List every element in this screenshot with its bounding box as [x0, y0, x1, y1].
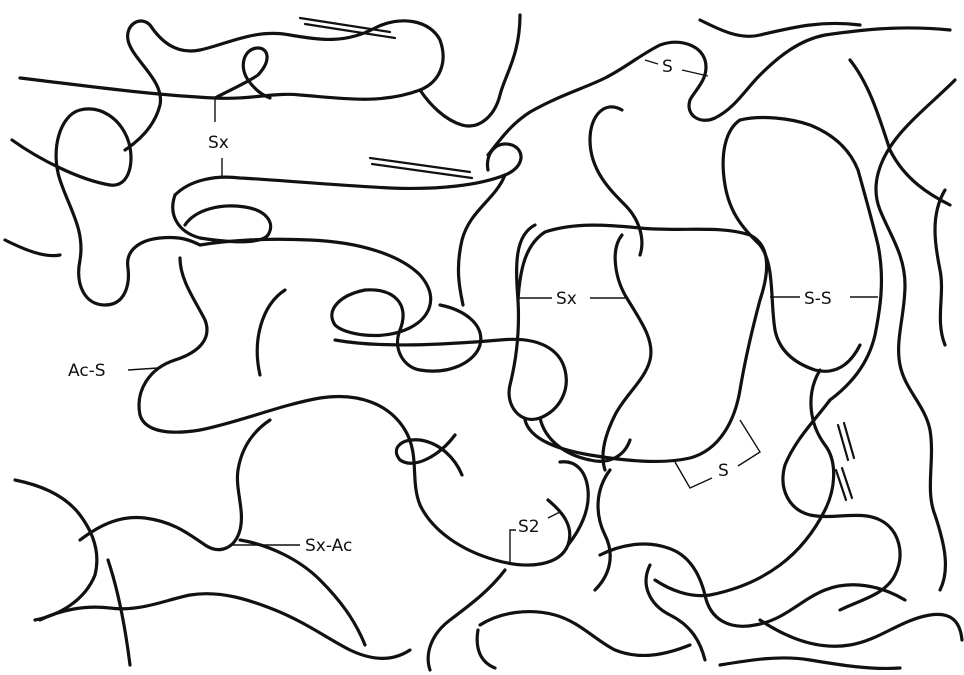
- chain-right-loop: [590, 107, 642, 255]
- chain-center-vertical: [458, 175, 505, 305]
- chain-bottom-mid-a: [480, 612, 690, 656]
- chain-right-column-b: [740, 118, 881, 400]
- chain-oval-left: [173, 195, 271, 242]
- chain-bottom-right-c: [595, 470, 610, 590]
- chain-lower-right-a: [783, 400, 900, 610]
- chain-top-left: [20, 21, 443, 150]
- chain-far-right-c: [935, 190, 945, 345]
- label-sx-ac: Sx-Ac: [305, 536, 352, 556]
- chain-center-right-box: [518, 225, 767, 461]
- label-s-box: S: [718, 461, 729, 481]
- chain-loop-top: [215, 48, 270, 98]
- label-sx-top: Sx: [208, 133, 229, 153]
- chain-left-lower-curve: [257, 290, 285, 375]
- crosslink-top-s: [645, 60, 708, 76]
- double-bond-upper: [370, 158, 472, 178]
- chain-center-bar: [335, 225, 566, 419]
- label-top-s: S: [662, 57, 673, 77]
- chain-loop-lower: [396, 435, 462, 475]
- chain-bottom-mid-b: [477, 630, 495, 668]
- double-bond-top: [300, 18, 395, 38]
- chain-bottom-far-right: [760, 614, 962, 646]
- chain-left-middle: [139, 258, 570, 565]
- chain-top-right-a: [488, 28, 950, 155]
- chain-lower-left-b: [80, 420, 270, 550]
- polymer-chains: [5, 15, 962, 670]
- chain-center-lower: [560, 462, 588, 545]
- chain-center-large: [200, 239, 481, 371]
- label-sx-mid: Sx: [556, 289, 577, 309]
- chain-lower-left-d: [108, 560, 130, 665]
- chain-bottom-edge-right: [720, 658, 900, 669]
- chain-bottom-center: [428, 570, 505, 670]
- chain-far-left-edge: [5, 240, 60, 256]
- label-s2: S2: [518, 517, 540, 537]
- label-ss-right: S-S: [804, 289, 832, 309]
- label-ac-s: Ac-S: [68, 361, 106, 381]
- chain-right-column-a: [723, 120, 860, 371]
- chain-lower-right-b: [655, 370, 834, 596]
- chain-center-right-inner: [603, 235, 651, 470]
- chain-lower-left-a: [15, 480, 97, 620]
- double-bond-right: [836, 423, 854, 500]
- crosslink-ac-s: [128, 368, 158, 370]
